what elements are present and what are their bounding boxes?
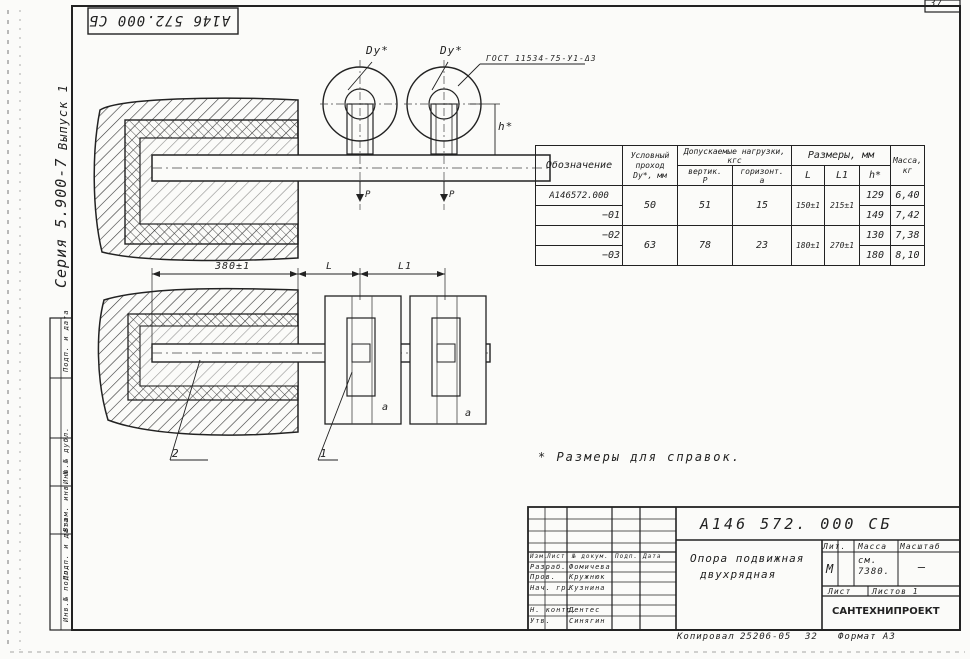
cell-l: 180±1 — [791, 225, 825, 266]
weld-note: ГОСТ 11534-75-У1-Δ3 — [486, 54, 597, 63]
cell-h: 180 — [859, 245, 891, 266]
scale-value: — — [918, 560, 927, 574]
name-approved: Синягин — [569, 617, 606, 625]
leader-label-2: 2 — [172, 447, 180, 460]
cell-h: 129 — [859, 185, 891, 206]
footer-num: 32 — [805, 632, 818, 642]
footer-order: 25206-05 — [740, 632, 792, 642]
table-subheader-row: вертик.P горизонт.a L L1 h* — [536, 165, 925, 186]
cell-p: 78 — [677, 225, 733, 266]
role-norm-control: Н. контр. — [530, 606, 577, 614]
header-h: h* — [859, 165, 891, 186]
dim-l1: L1 — [398, 261, 413, 272]
load-p-2: P — [449, 190, 456, 200]
header-nominal-bore: Условный проход Dy*, мм — [622, 145, 678, 186]
issue-label: Выпуск 1 — [56, 84, 70, 150]
header-designation: Обозначение — [535, 145, 623, 186]
header-vert: вертик.P — [677, 165, 733, 186]
cell-a: 23 — [732, 225, 792, 266]
organization-name: САНТЕХНИПРОЕКТ — [832, 606, 940, 617]
cell-mass: 6,40 — [890, 185, 925, 206]
table-row: −02 63 78 23 180±1 270±1 130 7,38 — [535, 225, 925, 266]
footer-copied: Копировал — [677, 632, 735, 642]
cell-du: 50 — [622, 185, 678, 226]
cell-l1: 270±1 — [824, 225, 860, 266]
cell-l1: 215±1 — [824, 185, 860, 226]
role-group-head: Нач. гр. — [530, 584, 572, 592]
series-label: Серия 5.900-7 — [52, 157, 70, 288]
pipe-label-a-2: a — [465, 408, 473, 419]
title-block-code: А146 572. 000 СБ — [700, 515, 893, 533]
role-developer: Разраб. — [530, 563, 567, 571]
cell-l: 150±1 — [791, 185, 825, 226]
top-code: А146 572.000 СБ — [88, 12, 230, 28]
cell-designation: А146572.000 — [535, 185, 623, 206]
cell-designation: −01 — [535, 205, 623, 226]
lit-label: Лит. — [823, 542, 847, 551]
header-l1: L1 — [824, 165, 860, 186]
label-dy-h: Dy* — [440, 44, 463, 57]
table-header-row: Обозначение Условный проход Dy*, мм Допу… — [535, 145, 925, 186]
label-dy-star: Dy* — [366, 44, 389, 57]
roles-header-sign: Подп. — [615, 553, 639, 560]
cell-du: 63 — [622, 225, 678, 266]
roles-header-date: Дата — [643, 553, 662, 560]
roles-header-doc: № докум. — [572, 553, 609, 560]
scale-label: Масштаб — [900, 542, 941, 551]
header-l: L — [791, 165, 825, 186]
cell-mass: 7,38 — [890, 225, 925, 246]
lit-value: М — [826, 562, 835, 576]
table-row: −01 149 7,42 — [535, 205, 925, 226]
cell-p: 51 — [677, 185, 733, 226]
reference-note: * Размеры для справок. — [538, 450, 741, 464]
table-row: −03 180 8,10 — [535, 245, 925, 266]
cell-a: 15 — [732, 185, 792, 226]
sheets-label: Листов 1 — [872, 587, 919, 596]
header-allow-loads: Допускаемые нагрузки, кгс — [677, 145, 792, 166]
mass-label: Масса — [858, 542, 888, 551]
name-developer: Фомичева — [569, 563, 611, 571]
stamp-sign-date-2: Подп. и дата — [62, 309, 70, 372]
cell-h: 130 — [859, 225, 891, 246]
title-line-2: двухрядная — [700, 568, 777, 581]
header-mass: Масса, кг — [890, 145, 925, 186]
mass-value: см. 7380. — [858, 556, 891, 577]
load-p-1: P — [365, 190, 372, 200]
sheet-label: Лист — [828, 587, 852, 596]
page-number: 37 — [930, 0, 943, 9]
table-row: А146572.000 50 51 15 150±1 215±1 129 6,4… — [535, 185, 925, 226]
dim-380: 380±1 — [215, 261, 251, 272]
cell-h: 149 — [859, 205, 891, 226]
cell-mass: 8,10 — [890, 245, 925, 266]
header-horiz: горизонт.a — [732, 165, 792, 186]
spec-table: Обозначение Условный проход Dy*, мм Допу… — [535, 145, 925, 266]
dim-l: L — [326, 261, 334, 272]
footer-format: Формат А3 — [838, 632, 896, 642]
roles-header-izm: Изм. — [530, 553, 549, 560]
leader-label-1: 1 — [320, 447, 328, 460]
pipe-label-a-1: a — [382, 402, 390, 413]
title-line-1: Опора подвижная — [690, 552, 805, 565]
cell-designation: −03 — [535, 245, 623, 266]
label-h-star: h* — [498, 120, 514, 133]
header-sizes: Размеры, мм — [791, 145, 891, 166]
name-norm-control: Дентес — [569, 606, 601, 614]
name-group-head: Кузнина — [569, 584, 606, 592]
cell-designation: −02 — [535, 225, 623, 246]
role-approved: Утв. — [530, 617, 551, 625]
role-checker: Пров. — [530, 573, 557, 581]
roles-header-list: Лист — [547, 553, 566, 560]
name-checker: Кружнюк — [569, 573, 606, 581]
stamp-inv-dup: Инв.№ дубл. — [62, 426, 70, 484]
cell-mass: 7,42 — [890, 205, 925, 226]
